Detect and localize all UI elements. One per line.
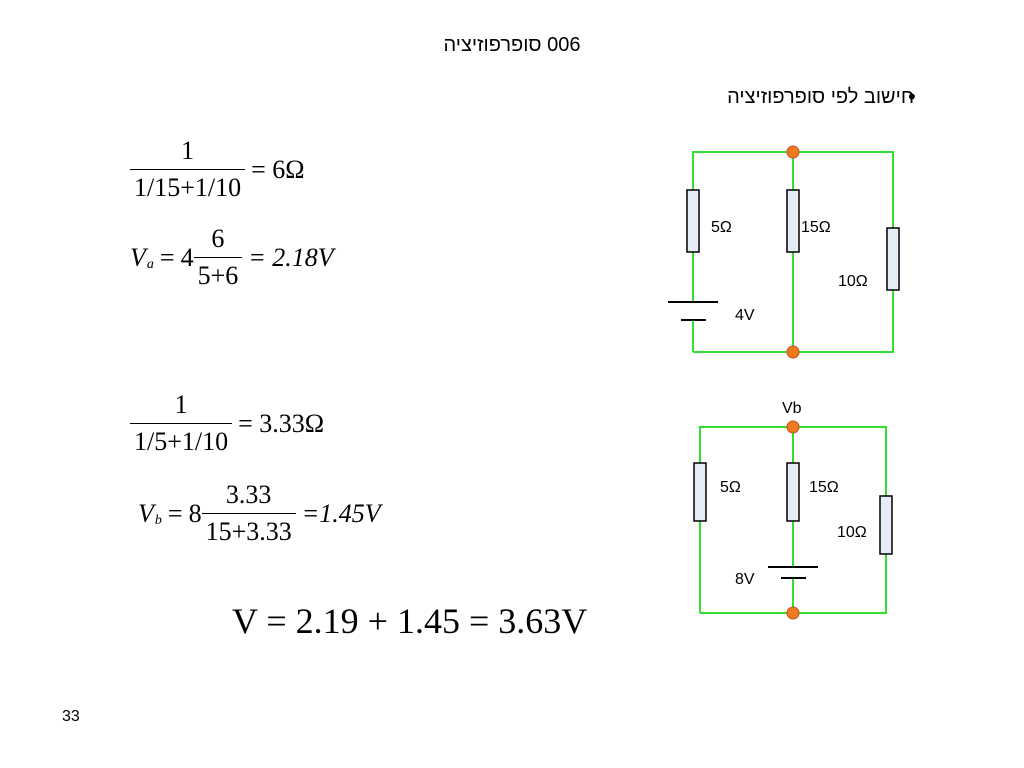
result: = 3.33Ω — [238, 408, 325, 438]
numerator: 1 — [181, 136, 195, 165]
circuit-b-resistors — [693, 462, 893, 555]
numerator: 6 — [211, 224, 225, 253]
denominator: 1/15+1/10 — [130, 169, 246, 203]
equation-vb: V b = 8 3.33 15+3.33 =1.45V — [138, 480, 387, 547]
equation-total-voltage: V = 2.19 + 1.45 = 3.63V — [232, 601, 588, 641]
variable: V — [130, 242, 146, 272]
equals-sign: = — [167, 498, 183, 528]
resistor-10-ohm — [886, 227, 900, 291]
label-source: 8V — [735, 571, 755, 588]
equals-sign: = — [159, 242, 175, 272]
denominator: 15+3.33 — [201, 513, 296, 547]
battery-4v — [668, 301, 718, 321]
equation-parallel-resistance-a: 1 1/15+1/10 = 6Ω — [130, 136, 311, 203]
equation-va: V a = 4 6 5+6 = 2.18V — [130, 224, 340, 291]
result: = 6Ω — [251, 154, 305, 184]
equation-parallel-resistance-b: 1 1/5+1/10 = 3.33Ω — [130, 390, 330, 457]
node-bottom — [786, 606, 800, 620]
resistor-5-ohm — [686, 189, 700, 253]
denominator: 1/5+1/10 — [130, 423, 233, 457]
slide-title: 006 סופרפוזיציה — [443, 34, 581, 56]
variable: V — [138, 498, 154, 528]
battery-8v — [768, 566, 818, 579]
label-r3: 10Ω — [838, 273, 868, 290]
circuit-a-wires — [692, 151, 894, 353]
coefficient: 8 — [188, 498, 202, 528]
label-r1: 5Ω — [720, 479, 741, 496]
resistor-15-ohm — [786, 189, 800, 253]
bullet-text: חישוב לפי סופרפוזיציה — [727, 86, 914, 108]
resistor-5-ohm — [693, 462, 707, 522]
label-r1: 5Ω — [711, 219, 732, 236]
circuit-a-resistors — [686, 189, 900, 291]
fraction: 6 5+6 — [193, 224, 243, 291]
resistor-15-ohm — [786, 462, 800, 522]
subscript: a — [146, 256, 154, 272]
result: =1.45V — [301, 498, 381, 528]
label-r3: 10Ω — [837, 524, 867, 541]
fraction: 1 1/5+1/10 — [130, 390, 233, 457]
node-bottom — [786, 345, 800, 359]
coefficient: 4 — [180, 242, 194, 272]
page-number: 33 — [62, 708, 80, 725]
bullet-symbol: • — [908, 84, 916, 109]
circuit-b-wires — [699, 426, 887, 614]
label-r2: 15Ω — [801, 219, 831, 236]
label-vb: Vb — [782, 400, 802, 417]
fraction: 1 1/15+1/10 — [130, 136, 246, 203]
node-top — [786, 145, 800, 159]
numerator: 3.33 — [225, 480, 272, 509]
subscript: b — [154, 512, 162, 528]
resistor-10-ohm — [879, 495, 893, 555]
numerator: 1 — [174, 390, 188, 419]
denominator: 5+6 — [193, 257, 243, 291]
fraction: 3.33 15+3.33 — [201, 480, 296, 547]
label-r2: 15Ω — [809, 479, 839, 496]
node-vb — [786, 420, 800, 434]
result: = 2.18V — [248, 242, 334, 272]
label-source: 4V — [735, 307, 755, 324]
